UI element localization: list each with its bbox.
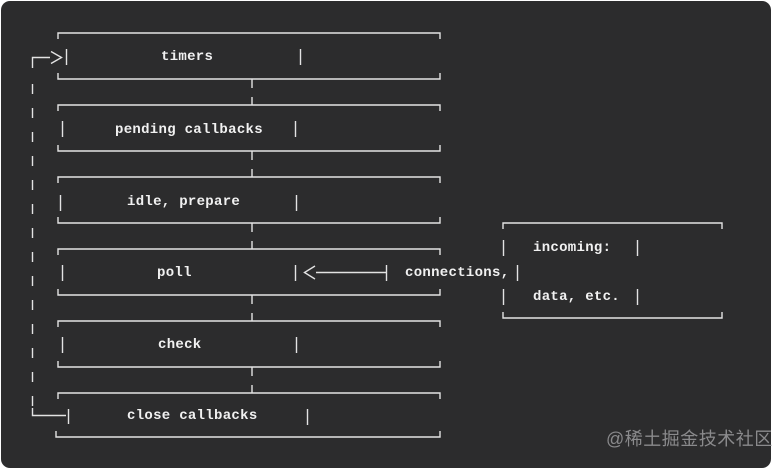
phase-label-poll: poll	[157, 265, 192, 281]
phase-box-poll	[57, 241, 441, 304]
side-box-line-incoming: incoming:	[533, 240, 612, 256]
side-box	[502, 222, 723, 319]
phase-label-idle-prepare: idle, prepare	[127, 194, 241, 210]
side-box-line-data-etc: data, etc.	[533, 289, 621, 305]
poll-incoming-arrow	[303, 265, 388, 281]
arrow-left-icon	[303, 265, 316, 280]
loop-rail	[31, 50, 66, 417]
phase-box-close-callbacks	[55, 385, 441, 438]
arrow-right-icon	[50, 50, 63, 65]
phase-label-close-callbacks: close callbacks	[127, 408, 258, 424]
phase-box-timers	[57, 32, 441, 88]
phase-label-pending-callbacks: pending callbacks	[115, 122, 263, 138]
side-box-line-connections: connections,	[405, 265, 510, 281]
phase-box-pending-callbacks	[57, 97, 441, 160]
phase-box-idle-prepare	[57, 169, 441, 232]
phase-label-check: check	[158, 337, 202, 353]
phase-box-check	[57, 313, 441, 376]
watermark: @稀土掘金技术社区	[606, 429, 772, 449]
phase-label-timers: timers	[161, 49, 214, 65]
